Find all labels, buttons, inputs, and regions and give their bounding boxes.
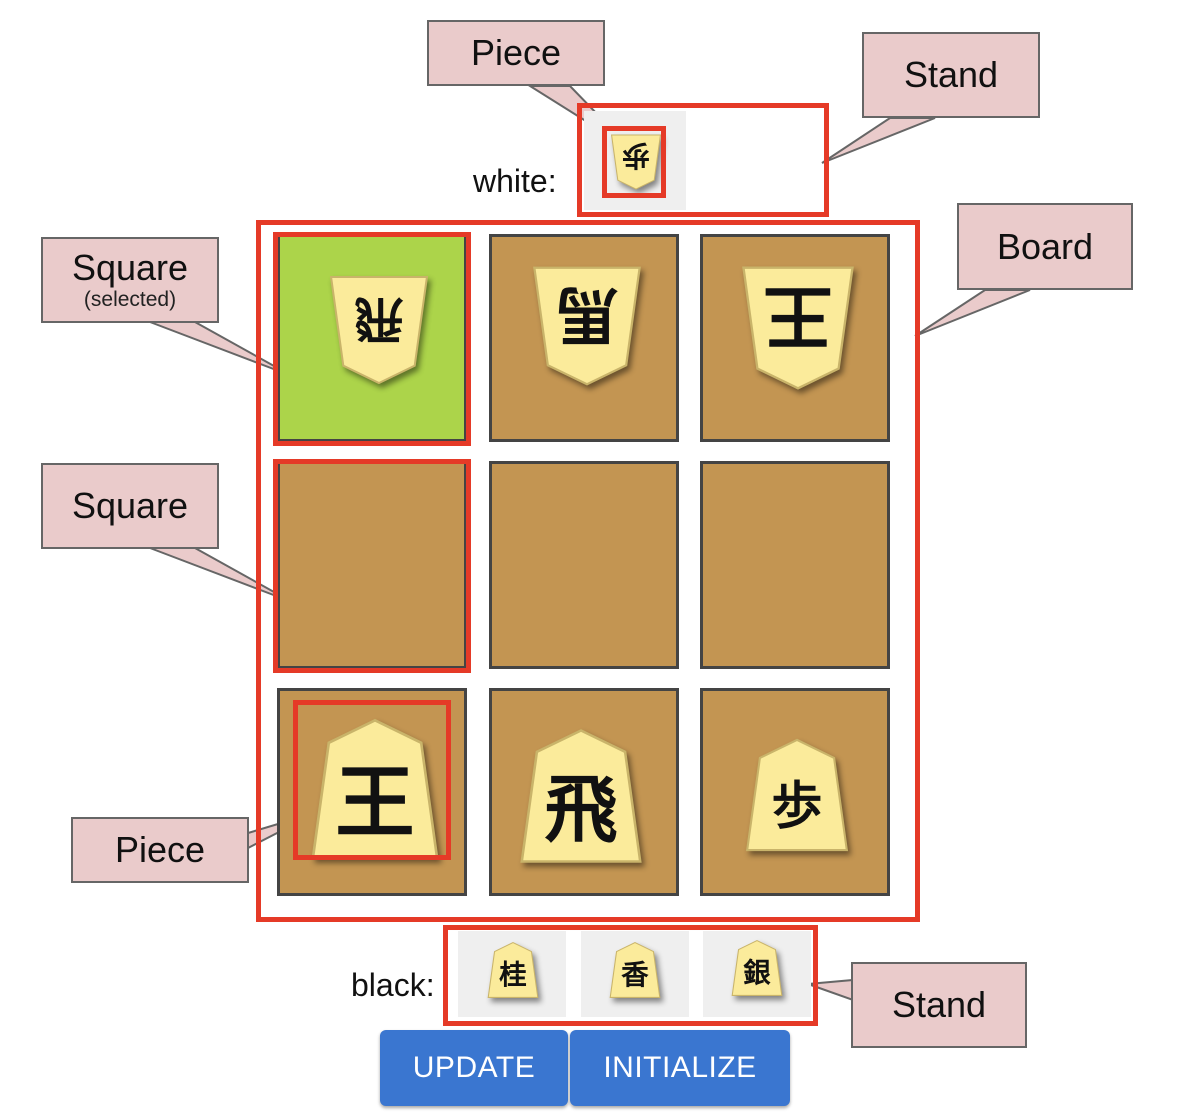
- board-piece-black-rook[interactable]: 飛: [518, 726, 644, 866]
- callout-piece-top: Piece: [427, 20, 605, 86]
- black-stand-label: black:: [351, 967, 435, 1003]
- white-stand-piece[interactable]: 歩: [610, 133, 662, 191]
- piece-kanji: 香: [621, 959, 649, 991]
- update-button[interactable]: UPDATE: [380, 1030, 568, 1106]
- white-stand-highlight: [577, 103, 829, 217]
- callout-piece-bottom: Piece: [71, 817, 249, 883]
- callout-text: Piece: [470, 32, 562, 74]
- board: 飛 馬 王 王 飛 歩: [256, 220, 920, 920]
- callout-square-selected: Square (selected): [41, 237, 219, 323]
- callout-stand-bottom: Stand: [851, 962, 1027, 1048]
- selected-square-highlight: [273, 232, 471, 446]
- callout-text: Square: [71, 247, 189, 289]
- piece-kanji: 馬: [556, 279, 619, 353]
- piece-kanji: 王: [763, 275, 833, 356]
- initialize-button[interactable]: INITIALIZE: [570, 1030, 790, 1106]
- black-stand-piece-lance[interactable]: 香: [608, 941, 662, 999]
- callout-text: Piece: [114, 829, 206, 871]
- board-piece-white-horse[interactable]: 馬: [531, 260, 643, 392]
- board-piece-white-rook[interactable]: 飛: [328, 270, 430, 390]
- black-stand-piece-silver[interactable]: 銀: [730, 939, 784, 997]
- black-stand-piece-knight[interactable]: 桂: [486, 941, 540, 999]
- callout-text: Board: [996, 225, 1094, 267]
- piece-kanji: 王: [335, 756, 414, 849]
- callout-board: Board: [957, 203, 1133, 290]
- piece-kanji: 歩: [772, 776, 823, 836]
- board-highlight: [256, 220, 920, 922]
- callout-text: Stand: [903, 54, 999, 96]
- piece-kanji: 歩: [622, 139, 650, 172]
- piece-kanji: 桂: [499, 959, 526, 991]
- piece-kanji: 銀: [743, 957, 771, 989]
- board-square-r2c2[interactable]: [489, 461, 679, 669]
- board-piece-black-pawn[interactable]: 歩: [744, 734, 850, 856]
- board-square-r2c3[interactable]: [700, 461, 890, 669]
- piece-kanji: 飛: [544, 767, 617, 853]
- board-piece-white-king[interactable]: 王: [740, 260, 856, 396]
- empty-square-highlight: [273, 459, 471, 673]
- callout-subtext: (selected): [83, 287, 177, 311]
- black-stand-highlight: [443, 925, 818, 1026]
- black-king-highlight: [293, 700, 451, 860]
- board-piece-black-king[interactable]: 王: [309, 714, 441, 864]
- white-stand-label: white:: [473, 163, 557, 199]
- piece-kanji: 飛: [354, 290, 403, 348]
- callout-text: Stand: [891, 984, 987, 1026]
- callout-text: Square: [71, 485, 189, 527]
- callout-stand-top: Stand: [862, 32, 1040, 118]
- white-piece-highlight: [602, 126, 666, 198]
- callout-square: Square: [41, 463, 219, 549]
